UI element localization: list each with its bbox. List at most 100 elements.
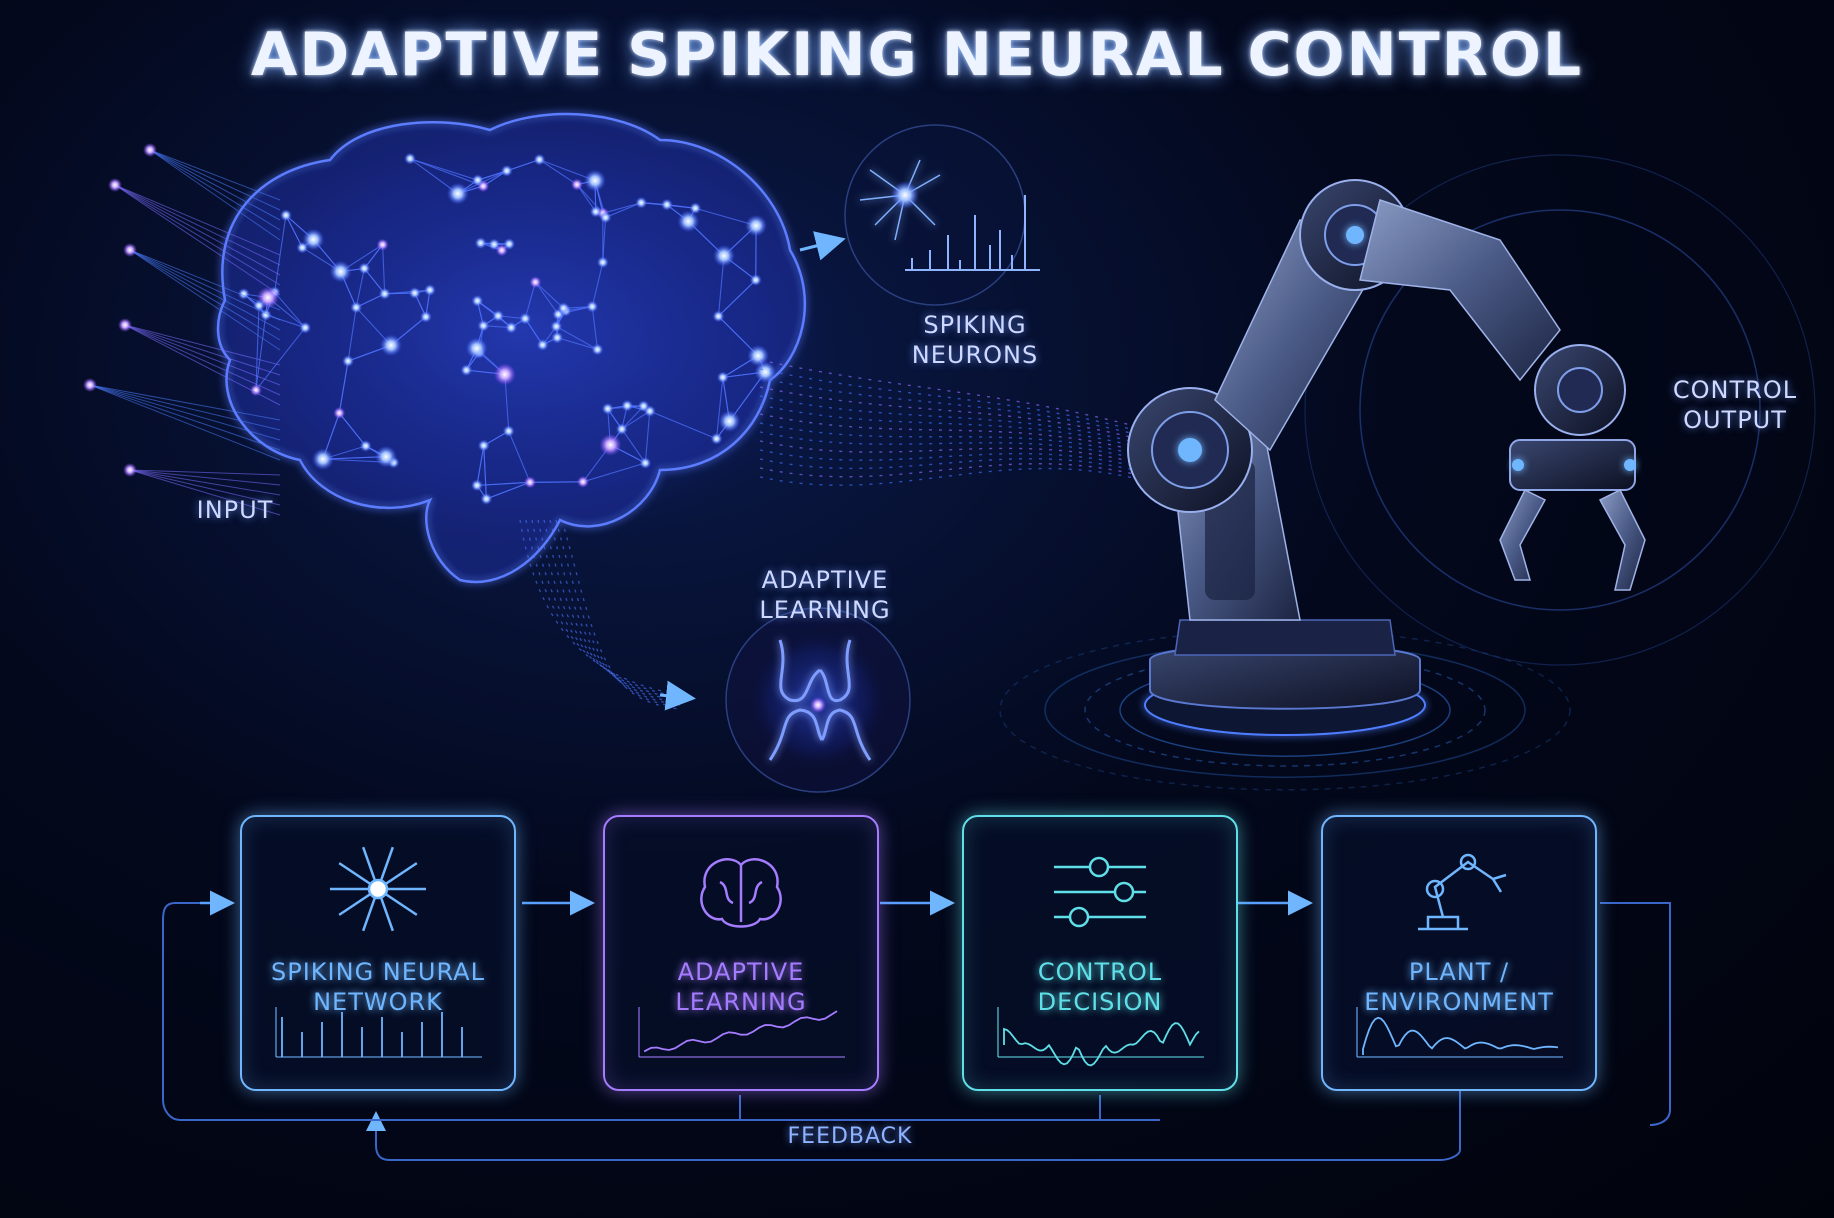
- mesh-node: [446, 182, 469, 205]
- mesh-link: [591, 306, 599, 350]
- mesh-node: [589, 205, 602, 218]
- mesh-link: [338, 412, 367, 447]
- stream-line: [759, 395, 1151, 447]
- input-node: [123, 243, 137, 257]
- mesh-link: [557, 337, 598, 351]
- mesh-node: [550, 320, 563, 333]
- mesh-link: [255, 314, 267, 391]
- mesh-link: [556, 325, 598, 351]
- learning-arrow: [659, 680, 696, 711]
- stream-line: [759, 440, 1151, 467]
- mesh-node: [601, 402, 614, 415]
- mesh-node: [333, 407, 346, 420]
- mesh-node: [474, 237, 487, 250]
- mesh-node: [660, 198, 673, 211]
- mesh-link: [409, 158, 478, 181]
- pipeline-box-title-line: CONTROL: [1037, 958, 1163, 986]
- mesh-link: [255, 327, 306, 391]
- adaptive-learning-line-2: LEARNING: [759, 596, 891, 624]
- stream-line: [519, 519, 681, 696]
- mesh-node: [502, 425, 515, 438]
- input-ray: [149, 149, 281, 221]
- mesh-link: [355, 268, 365, 308]
- mesh-node: [596, 256, 609, 269]
- input-ray: [124, 324, 281, 396]
- mesh-node: [495, 244, 508, 257]
- mesh-node: [529, 276, 542, 289]
- mesh-node: [637, 400, 650, 413]
- robot-arm: [999, 154, 1816, 791]
- input-ray: [114, 184, 281, 276]
- mesh-link: [338, 360, 349, 414]
- mesh-node: [591, 343, 604, 356]
- brain-illustration: [180, 100, 860, 584]
- control-output-line-2: OUTPUT: [1683, 406, 1787, 434]
- stream-line: [759, 386, 1151, 443]
- mesh-link: [534, 281, 559, 315]
- mesh-node: [635, 196, 648, 209]
- input-ray: [129, 469, 281, 476]
- mesh-node: [505, 321, 518, 334]
- input-ray: [149, 149, 281, 201]
- neural-mesh: [237, 152, 777, 505]
- pipeline-box-graphics: [997, 856, 1204, 1067]
- mesh-node: [615, 423, 628, 436]
- input-ray: [89, 384, 281, 441]
- adaptive-learning-line-1: ADAPTIVE: [761, 566, 889, 594]
- neuron-arrow: [799, 231, 846, 261]
- mesh-node: [712, 244, 735, 267]
- pipeline-box-title-line: SPIKING NEURAL: [271, 958, 485, 986]
- input-ray: [129, 249, 281, 341]
- mesh-node: [551, 331, 564, 344]
- mesh-link: [582, 462, 646, 483]
- mesh-node: [586, 300, 599, 313]
- mesh-node: [584, 169, 607, 192]
- mesh-node: [480, 492, 493, 505]
- mesh-link: [535, 281, 564, 309]
- input-signals: [83, 143, 281, 516]
- mesh-node: [378, 287, 391, 300]
- mesh-node: [533, 153, 546, 166]
- mesh-link: [274, 215, 287, 293]
- input-node: [83, 378, 97, 392]
- mesh-node: [374, 445, 397, 468]
- damped-response-plot: [1356, 1007, 1563, 1058]
- input-label: INPUT: [196, 496, 274, 524]
- input-ray: [129, 469, 281, 486]
- neuron-icon: [891, 181, 919, 209]
- input-ray: [114, 184, 281, 296]
- stream-line: [759, 422, 1151, 459]
- robot-arm-icon: [1418, 853, 1507, 931]
- input-ray: [114, 184, 281, 266]
- mesh-node: [379, 334, 402, 357]
- mesh-node: [749, 273, 762, 286]
- signal-stream: [759, 359, 1151, 486]
- input-ray: [124, 324, 281, 406]
- mesh-link: [347, 307, 357, 362]
- mesh-link: [476, 445, 485, 486]
- stream-line: [759, 449, 1151, 471]
- mesh-node: [460, 364, 473, 377]
- spike-plot: [905, 195, 1040, 271]
- mesh-link: [486, 481, 531, 500]
- mesh-link: [285, 215, 303, 248]
- pipeline-box-graphics: [1356, 853, 1563, 1058]
- mesh-link: [602, 202, 642, 214]
- mesh-node: [536, 338, 549, 351]
- oscillation-plot: [997, 1007, 1204, 1067]
- input-node: [123, 463, 137, 477]
- input-ray: [89, 384, 281, 451]
- control-output-label: CONTROL OUTPUT: [1655, 375, 1815, 435]
- mesh-node: [465, 337, 488, 360]
- stream-line: [543, 519, 681, 704]
- mesh-link: [265, 314, 306, 329]
- mesh-node: [716, 371, 729, 384]
- mesh-node: [477, 319, 490, 332]
- mesh-link: [382, 244, 386, 294]
- input-ray: [114, 184, 281, 286]
- mesh-node: [350, 301, 363, 314]
